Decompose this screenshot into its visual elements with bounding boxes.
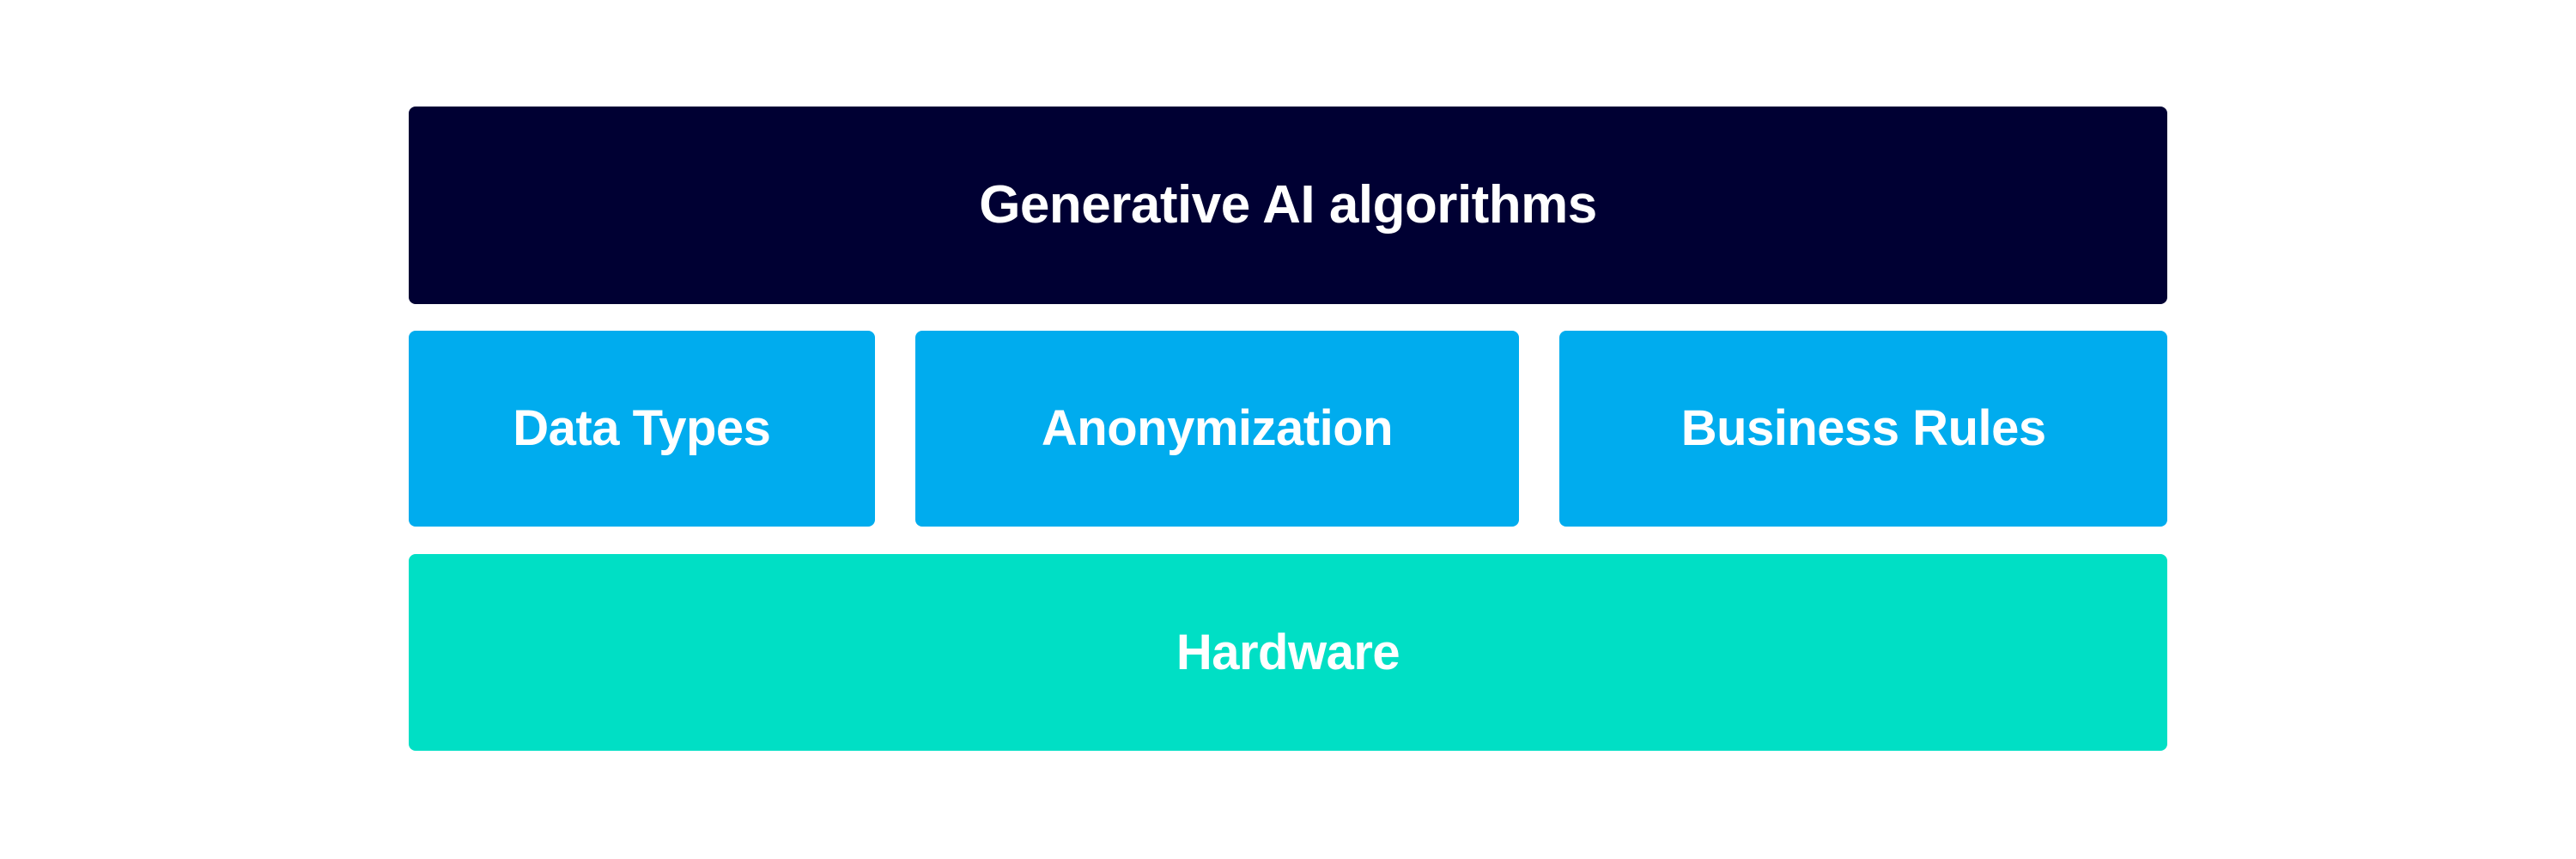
stack-diagram: Generative AI algorithms Data Types Anon… (409, 107, 2167, 751)
layer-data-types[interactable]: Data Types (409, 331, 875, 527)
layer-generative-ai-algorithms[interactable]: Generative AI algorithms (409, 107, 2167, 304)
layer-top-label: Generative AI algorithms (979, 179, 1597, 232)
layer-business-rules[interactable]: Business Rules (1559, 331, 2167, 527)
layer-business-rules-label: Business Rules (1681, 404, 2046, 454)
diagram-row-top: Generative AI algorithms (409, 107, 2167, 304)
diagram-row-base: Hardware (409, 554, 2167, 751)
layer-anonymization-label: Anonymization (1042, 404, 1393, 454)
layer-hardware[interactable]: Hardware (409, 554, 2167, 751)
layer-hardware-label: Hardware (1176, 628, 1400, 678)
layer-data-types-label: Data Types (513, 404, 770, 454)
diagram-row-middle: Data Types Anonymization Business Rules (409, 331, 2167, 527)
layer-anonymization[interactable]: Anonymization (915, 331, 1520, 527)
